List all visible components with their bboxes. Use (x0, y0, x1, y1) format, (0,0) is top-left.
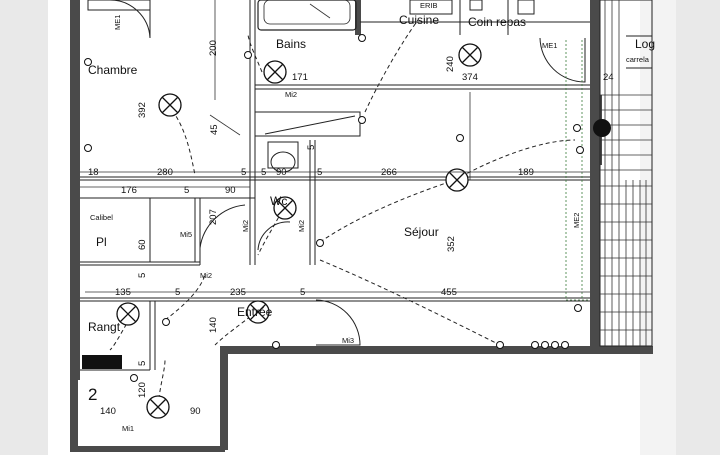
dimension-label: 5 (175, 287, 180, 298)
dimension-labels: 200 392 45 171 240 374 24 18 280 5 5 90 … (88, 40, 614, 417)
dimension-label: 60 (137, 239, 148, 250)
balcony-railing (599, 0, 653, 347)
light-icon (445, 168, 469, 192)
dimension-label: 5 (317, 167, 322, 178)
door-tag: Mi3 (342, 336, 354, 345)
door-tag: Mi2 (241, 220, 250, 232)
dimension-label: 45 (209, 124, 220, 135)
paper-sheet (48, 0, 676, 455)
dimension-label: 5 (137, 273, 148, 278)
top-fragment-text: ERIB (420, 1, 438, 10)
dimension-label: 5 (300, 287, 305, 298)
dimension-label: 5 (184, 185, 189, 196)
dimension-label: 392 (137, 102, 148, 118)
dimension-label: 140 (208, 317, 219, 333)
dimension-label: 5 (137, 361, 148, 366)
door-tag: Mi1 (122, 424, 134, 433)
door-tag: ME1 (542, 41, 557, 50)
dimension-label: 189 (518, 167, 534, 178)
electrical-wiring (109, 19, 576, 407)
outlets (84, 34, 584, 382)
room-label-cuisine: Cuisine (399, 13, 439, 27)
dimension-label: 374 (462, 72, 478, 83)
interior-walls (80, 0, 590, 371)
light-points (116, 43, 611, 419)
dimension-label: 140 (100, 406, 116, 417)
door-tag: Mi2 (285, 90, 297, 99)
light-icon (263, 60, 287, 84)
light-icon (273, 196, 297, 220)
room-label-rangt: Rangt (88, 320, 121, 334)
room-label-loggia-sub: carrela (626, 55, 650, 64)
dimension-label: 280 (157, 167, 173, 178)
dimension-label: 18 (88, 167, 99, 178)
light-icon (158, 93, 182, 117)
dimension-label: 24 (603, 72, 614, 83)
room-label-loggia: Log (635, 37, 655, 51)
door-tag: ME2 (572, 213, 581, 228)
dimension-lines (80, 0, 590, 293)
door-tags: ME1 ME1 Mi2 Mi5 Mi2 Mi2 Mi2 Mi3 ME2 Mi1 … (90, 15, 581, 433)
dimension-label: 352 (446, 236, 457, 252)
room-label-wc: Wc (270, 194, 287, 208)
dimension-label: 120 (137, 382, 148, 398)
room-label-bains: Bains (276, 37, 306, 51)
light-icon (458, 43, 482, 67)
room-label-chambre: Chambre (88, 63, 138, 77)
light-icon (146, 395, 170, 419)
door-tag: Mi2 (200, 271, 212, 280)
door-tag: Mi5 (180, 230, 192, 239)
room-label-entree: Entrée (237, 305, 273, 319)
outlet-icon (593, 119, 611, 137)
room-label-sejour: Séjour (404, 225, 439, 239)
dimension-label: 5 (306, 145, 317, 150)
room-label-coin-repas: Coin repas (468, 15, 526, 29)
door-tag: Calibel (90, 213, 113, 222)
dimension-label: 266 (381, 167, 397, 178)
dimension-label: 207 (208, 209, 219, 225)
light-icon (116, 302, 140, 326)
dimension-label: 200 (208, 40, 219, 56)
dimension-label: 455 (441, 287, 457, 298)
dimension-label: 5 (261, 167, 266, 178)
door-tag: Mi2 (297, 220, 306, 232)
dimension-label: 171 (292, 72, 308, 83)
dimension-label: 90 (276, 167, 287, 178)
door-swings (110, 0, 590, 346)
dimension-label: 240 (445, 56, 456, 72)
door-tag: ME1 (113, 15, 122, 30)
dimension-label: 90 (190, 406, 201, 417)
floor-number: 2 (88, 385, 97, 404)
dimension-label: 135 (115, 287, 131, 298)
light-icon (246, 300, 270, 324)
dimension-label: 5 (241, 167, 246, 178)
dimension-label: 235 (230, 287, 246, 298)
room-label-pl: Pl (96, 235, 107, 249)
dimension-label: 90 (225, 185, 236, 196)
dimension-label: 176 (121, 185, 137, 196)
